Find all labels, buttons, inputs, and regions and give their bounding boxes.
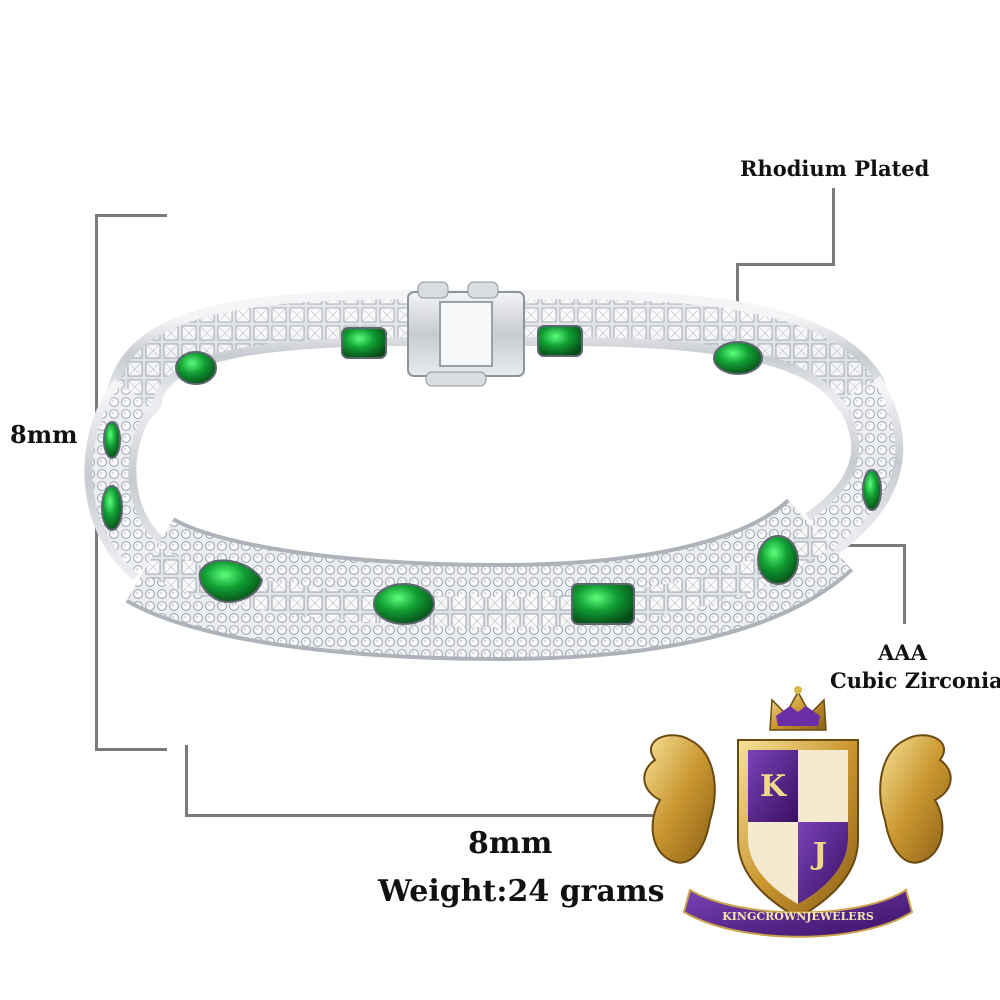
- width-dimension-line: [185, 814, 665, 817]
- weight-label: Weight:24 grams: [378, 874, 665, 909]
- logo-letter-j: J: [810, 837, 827, 872]
- rhodium-plated-label: Rhodium Plated: [740, 156, 930, 181]
- emerald-stone: [862, 469, 882, 511]
- emerald-stone: [175, 351, 217, 385]
- height-dimension-label: 8mm: [10, 420, 78, 449]
- rhodium-leader-drop: [736, 263, 739, 323]
- emerald-stone: [537, 325, 583, 357]
- height-dimension-line-bottom: [95, 748, 167, 751]
- rhodium-leader-vertical: [832, 188, 835, 266]
- emerald-stone: [571, 583, 635, 625]
- logo-letter-k: K: [760, 769, 787, 804]
- emerald-stone: [757, 535, 799, 585]
- left-lion: [643, 734, 716, 864]
- emerald-stone: [373, 583, 435, 625]
- aaa-label: AAA: [878, 640, 927, 665]
- height-dimension-line-top: [95, 214, 167, 217]
- ribbon: [682, 888, 914, 938]
- logo-ribbon-text: KINGCROWNJEWELERS: [722, 910, 874, 923]
- crown-icon: [769, 686, 827, 731]
- rhodium-leader-horizontal: [736, 263, 835, 266]
- cubic-zirconia-label: Cubic Zirconia: [830, 668, 1000, 693]
- emerald-stone: [101, 485, 123, 531]
- emerald-stone: [103, 421, 121, 459]
- right-lion: [879, 734, 952, 864]
- width-dimension-label: 8mm: [468, 826, 553, 861]
- emerald-stone: [341, 327, 387, 359]
- emerald-stone: [713, 341, 763, 375]
- width-dimension-line-left: [185, 745, 188, 817]
- box-clasp: [407, 281, 525, 387]
- cz-leader-vertical: [903, 544, 906, 624]
- emerald-stone: [198, 559, 264, 603]
